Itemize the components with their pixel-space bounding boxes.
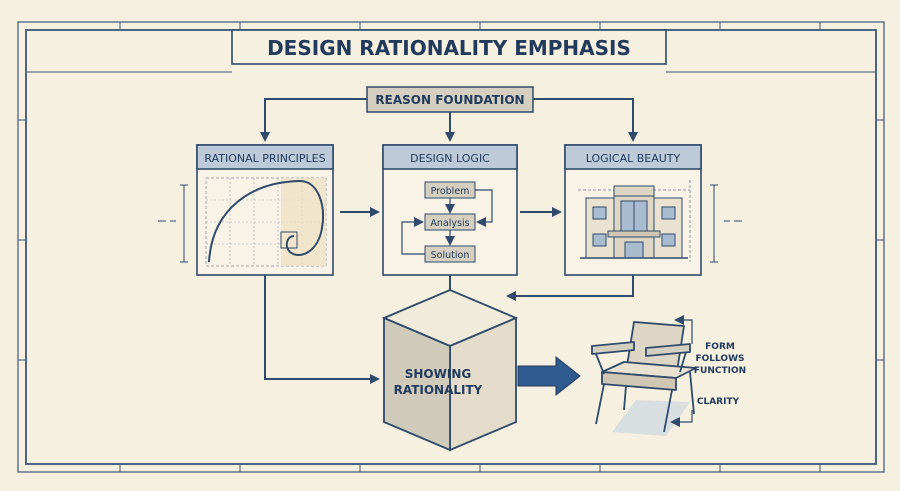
logic-step-solution: Solution (431, 250, 470, 261)
form-label-line1: FORM (705, 342, 735, 352)
building-sketch (578, 180, 691, 262)
left-dimension-marks (158, 184, 188, 263)
annotation-lines (670, 315, 693, 427)
cube-label-line2: RATIONALITY (394, 383, 483, 397)
form-label-line2: FOLLOWS (695, 354, 744, 364)
clarity-label: CLARITY (697, 397, 740, 407)
right-dimension-marks (710, 184, 742, 263)
cube-label-line1: SHOWING (405, 367, 471, 381)
logical-beauty-panel: LOGICAL BEAUTY (564, 144, 702, 276)
logical-beauty-label: LOGICAL BEAUTY (586, 152, 681, 165)
reason-foundation-label: REASON FOUNDATION (375, 93, 524, 107)
design-logic-label: DESIGN LOGIC (410, 152, 490, 165)
showing-rationality-cube (381, 289, 519, 452)
output-arrow (517, 355, 581, 397)
logic-step-problem: Problem (431, 186, 470, 197)
frame-ticks (18, 22, 884, 472)
form-label-line3: FUNCTION (694, 366, 746, 376)
logic-step-analysis: Analysis (430, 218, 469, 229)
foundation-arrows (260, 98, 638, 142)
golden-ratio-sketch (205, 177, 327, 267)
design-logic-panel: DESIGN LOGIC Problem Analysis Solution (382, 144, 518, 276)
title-box (231, 29, 667, 65)
logic-flow: Problem Analysis Solution (401, 181, 493, 263)
diagram-title: DESIGN RATIONALITY EMPHASIS (267, 36, 631, 60)
rational-principles-label: RATIONAL PRINCIPLES (204, 152, 325, 165)
chair-sketch (591, 321, 697, 436)
rational-principles-panel: RATIONAL PRINCIPLES (196, 144, 334, 276)
